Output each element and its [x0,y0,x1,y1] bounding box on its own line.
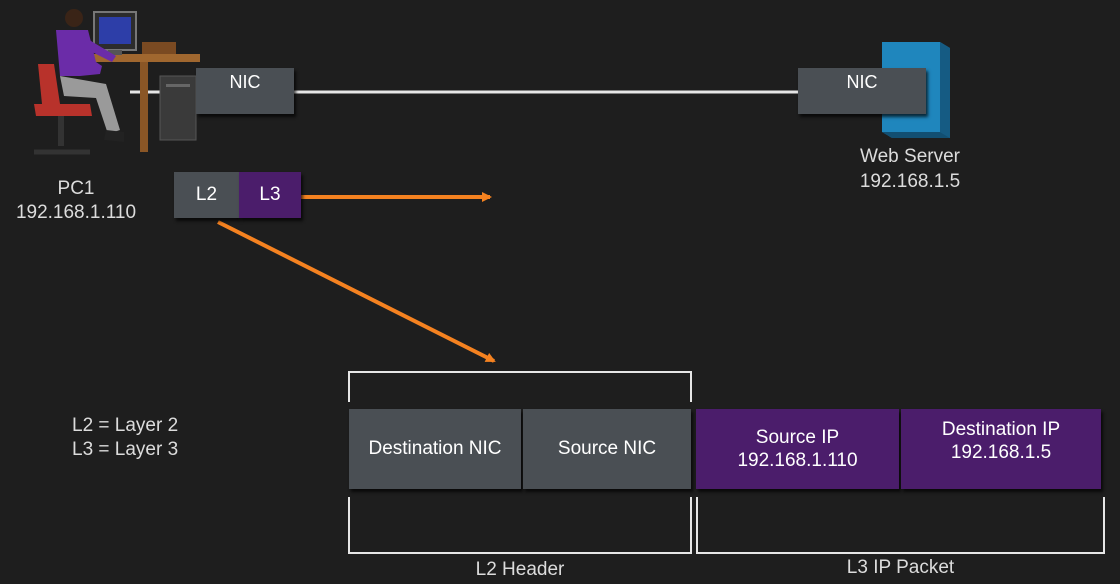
expand-arrow [217,220,496,363]
destination-ip-value: 192.168.1.5 [950,442,1052,463]
l3-packet-bracket [696,497,1105,554]
l2-header-label: L2 Header [475,559,565,580]
server-ip: 192.168.1.5 [859,171,961,192]
small-frame-l2: L2 [174,172,239,218]
source-ip-value: 192.168.1.110 [737,450,858,471]
l2-top-bracket [348,371,692,402]
pc-workstation-icon [34,9,200,155]
frame-destination-ip: Destination IP 192.168.1.5 [901,409,1101,489]
legend-l2: L2 = Layer 2 [72,415,179,436]
l3-packet-label: L3 IP Packet [846,557,955,578]
frame-source-ip: Source IP 192.168.1.110 [696,409,899,489]
server-nic: NIC [798,68,926,114]
pc1-ip: 192.168.1.110 [15,202,137,223]
frame-source-nic: Source NIC [523,409,691,489]
source-ip-label: Source IP [755,427,840,448]
legend-l3: L3 = Layer 3 [72,439,179,460]
l2-header-bracket [348,497,692,554]
frame-destination-nic: Destination NIC [349,409,521,489]
server-name: Web Server [860,146,960,167]
destination-ip-label: Destination IP [941,419,1061,440]
pc1-nic: NIC [196,68,294,114]
pc1-name: PC1 [57,178,95,199]
small-frame-l3: L3 [239,172,301,218]
